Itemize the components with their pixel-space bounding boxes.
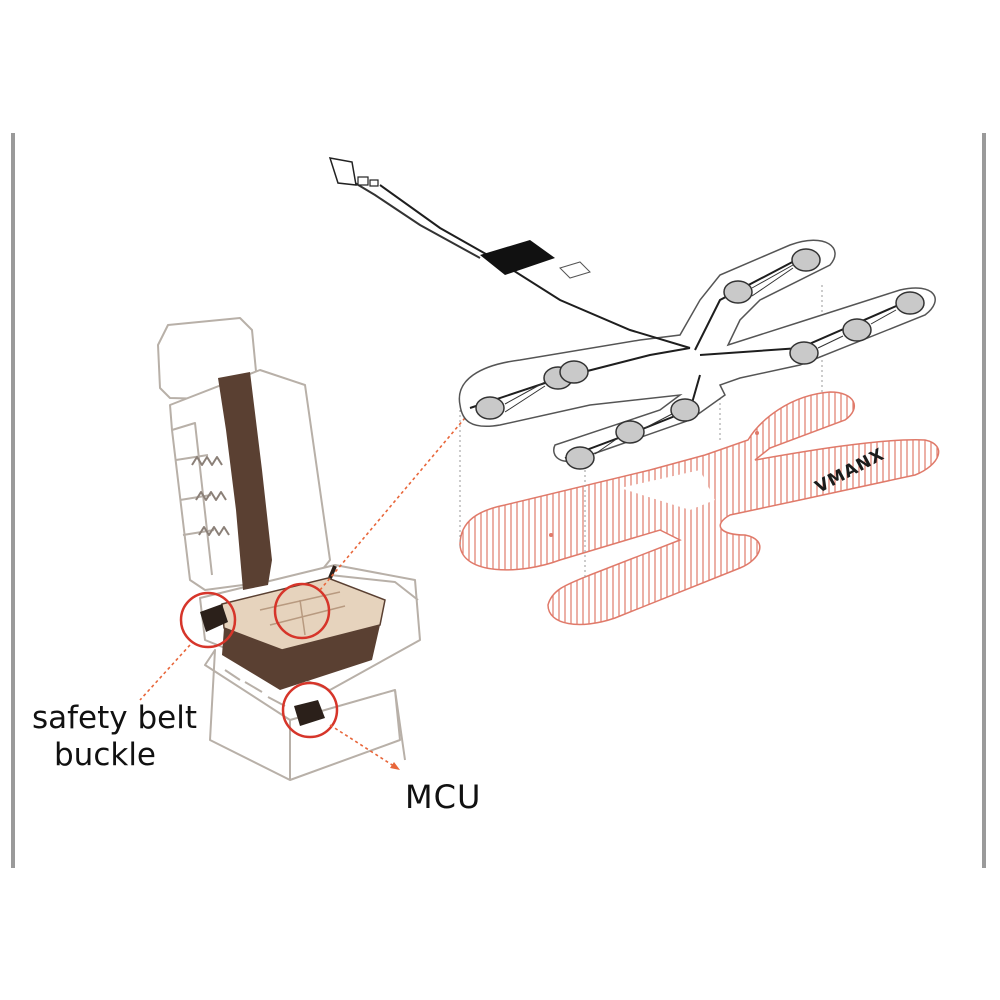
belt-strap — [328, 565, 337, 579]
callout-line-buckle — [139, 644, 191, 701]
frame-right-border — [982, 133, 986, 868]
callout-circle-mcu — [281, 681, 339, 739]
mcu-label: MCU — [405, 778, 482, 816]
safety-belt-label-line1: safety belt — [32, 700, 198, 736]
sensor-pads — [475, 248, 925, 470]
callout-circle-sensor — [273, 582, 331, 640]
mcu-box — [294, 700, 325, 726]
seat-base — [204, 649, 401, 781]
belt-buckle — [200, 604, 228, 632]
safety-belt-label-line2: buckle — [54, 737, 157, 774]
car-seat — [157, 317, 421, 781]
frame-left-border — [11, 133, 15, 868]
seat-cover-front — [222, 625, 380, 690]
callout-line-sensor — [319, 411, 471, 591]
seat-cover-backrest — [218, 372, 272, 590]
sensor-mat-top — [328, 157, 936, 470]
safety-belt-buckle-label: safety belt buckle — [32, 700, 197, 774]
callout-lines — [139, 411, 471, 771]
cushion-sensor-traces — [259, 591, 346, 636]
sensor-mat-hatched — [459, 391, 940, 626]
callout-line-mcu — [329, 724, 401, 771]
callout-circle-buckle — [179, 591, 237, 649]
